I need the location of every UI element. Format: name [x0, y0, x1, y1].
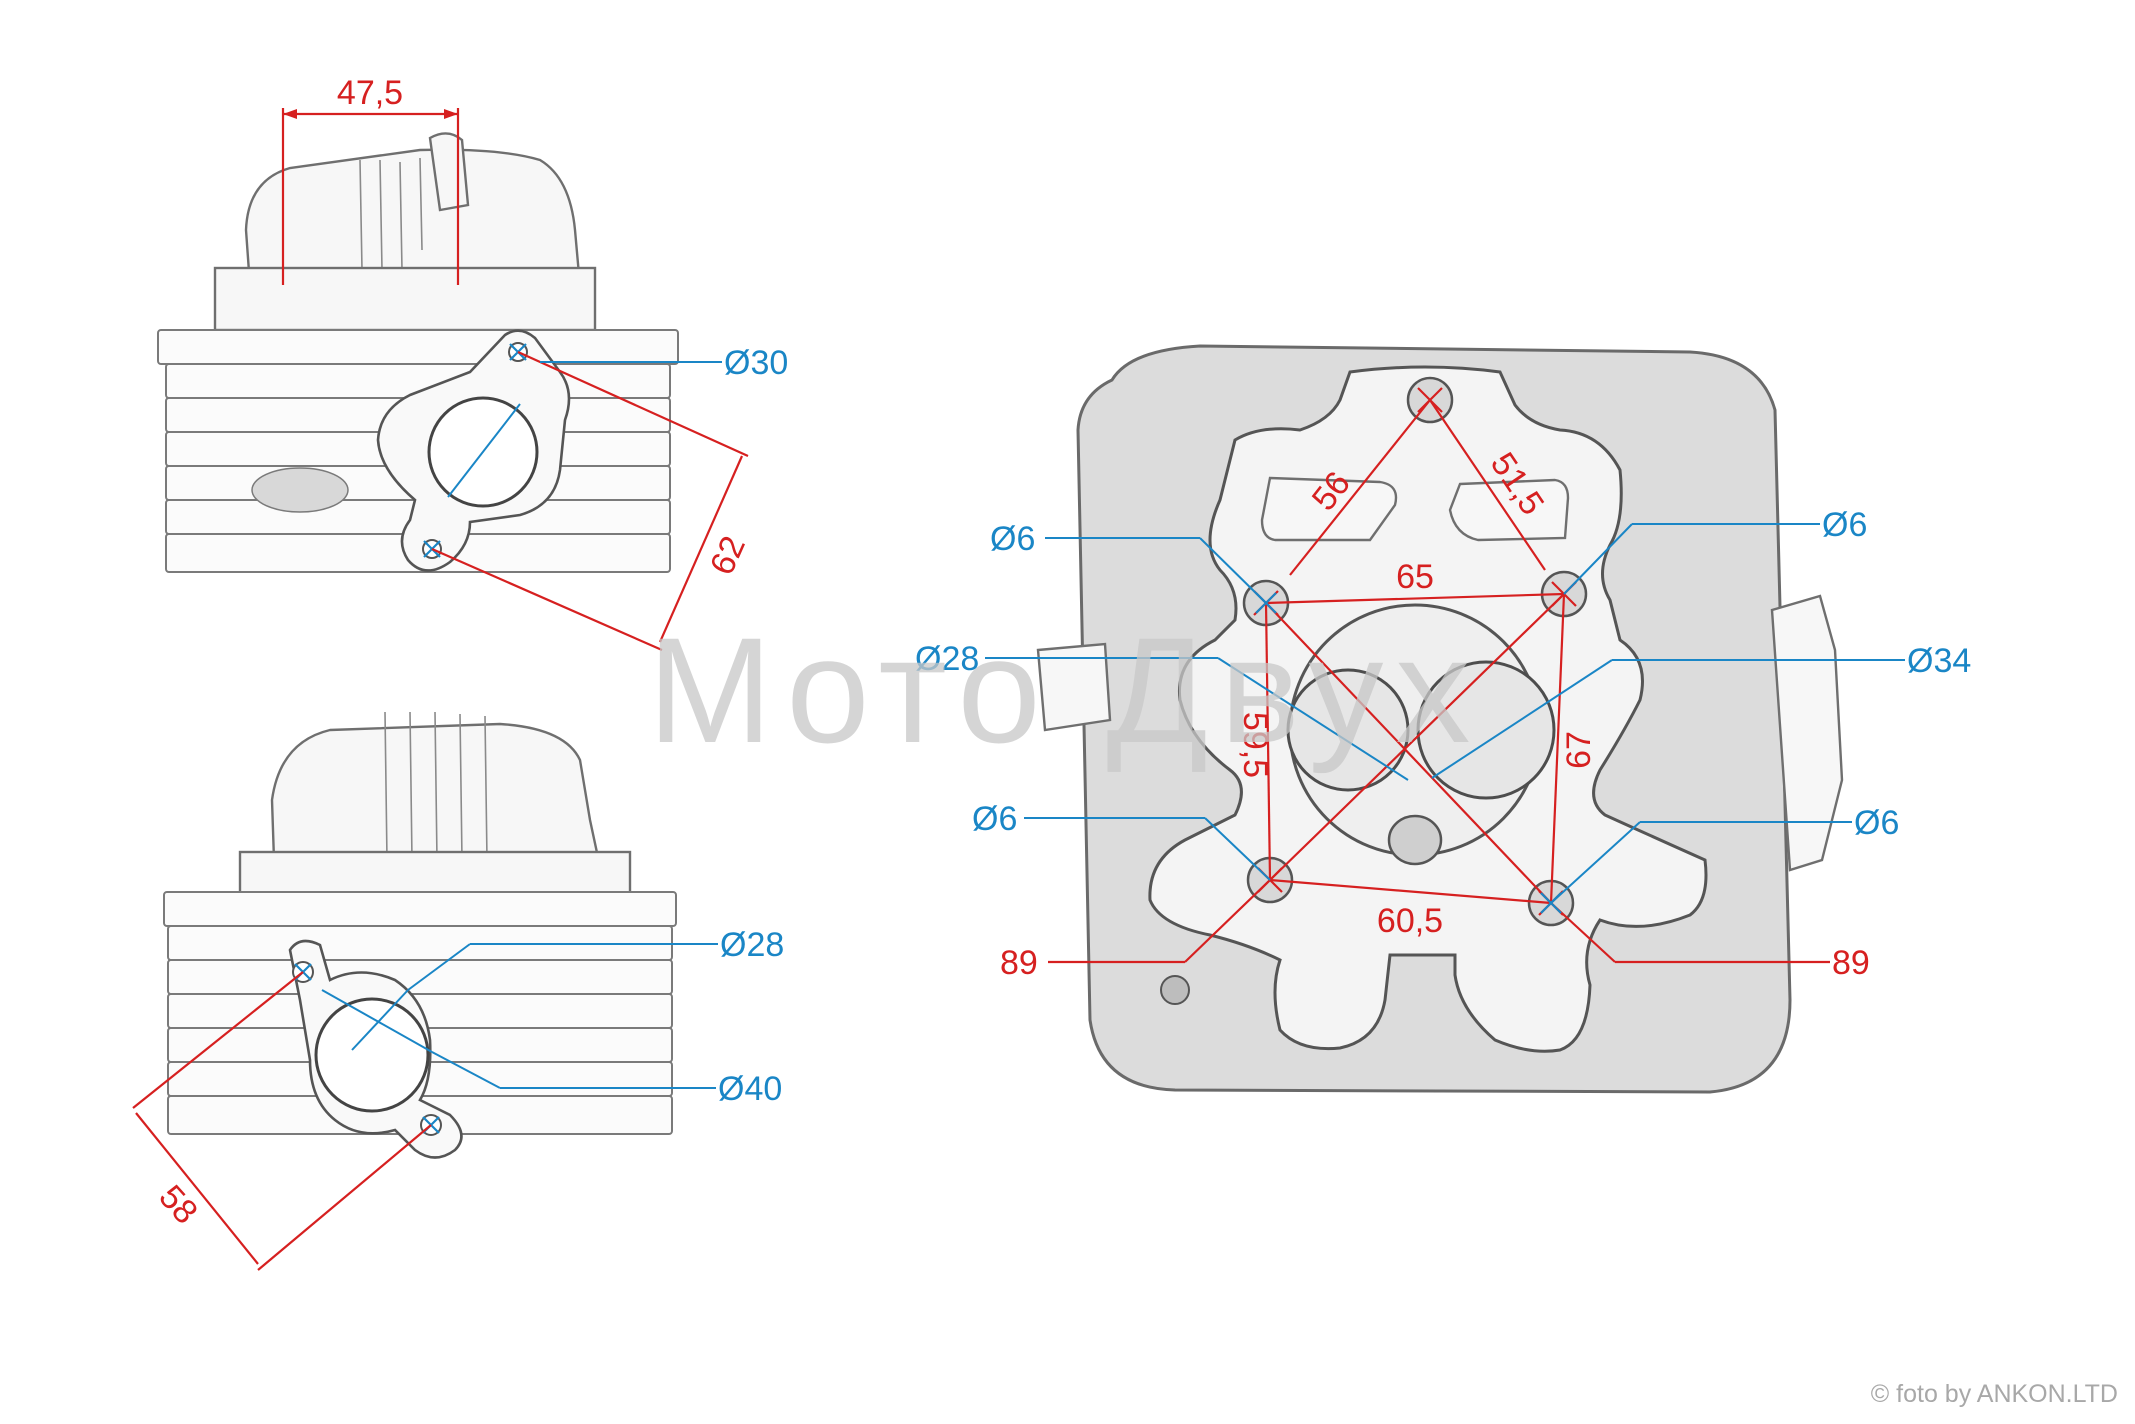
bl-valve-cover [270, 722, 607, 892]
top-left-view [157, 132, 679, 573]
bl-fin-1 [163, 891, 677, 927]
bl-port-outer-leader-a [431, 1051, 501, 1089]
tl-casting-mark [251, 467, 349, 513]
tl-bolt-ext-upper [517, 350, 749, 458]
tl-width-arrow-right [444, 109, 458, 119]
rv-left-tab [1036, 642, 1112, 732]
bl-intake-port [314, 997, 430, 1113]
rv-dim-top-right-diag [1429, 399, 1546, 571]
rv-hole-ll-leader-b [1204, 817, 1271, 881]
bl-port-outer-line [321, 989, 433, 1053]
rv-hole-lr-label: Ø6 [1854, 804, 1899, 842]
rv-valve-right-label: Ø34 [1907, 642, 1971, 680]
tl-fin-1 [157, 329, 679, 365]
rv-hole-lr-leader-a [1550, 821, 1641, 904]
rv-dim-left-vertical [1264, 602, 1272, 881]
rv-diag-right-label: 89 [1832, 944, 1870, 982]
rv-valve-left-label: Ø28 [915, 640, 979, 678]
rv-hole-ul-label: Ø6 [990, 520, 1035, 558]
rv-hole-ur-label: Ø6 [1822, 506, 1867, 544]
bl-bolt-spacing-label: 58 [151, 1178, 205, 1232]
rv-hole-ll-label: Ø6 [972, 800, 1017, 838]
bl-fin-3 [167, 959, 673, 995]
tl-valve-cover [244, 148, 582, 288]
rv-spark-plug-hole [1387, 814, 1443, 866]
tl-bolt-dim-line [658, 455, 744, 643]
tl-bolt-spacing-label: 62 [703, 531, 753, 581]
rv-ul-blue-cross-b [1255, 592, 1277, 614]
rv-diag-left-label: 89 [1000, 944, 1038, 982]
rv-dim-upper-horizontal [1265, 592, 1565, 605]
bl-bolt-dim-line [135, 1112, 259, 1265]
rv-dowel-hole [1160, 975, 1190, 1005]
tl-width-arrow-left [283, 109, 297, 119]
tl-width-label: 47,5 [337, 74, 403, 112]
rv-valve-right-leader-a [1431, 659, 1613, 779]
right-blue-dimensions: Ø6 Ø6 Ø6 Ø6 Ø28 Ø34 [915, 506, 1971, 914]
bl-bolt-ext-lower [257, 1124, 432, 1271]
rv-right-vertical-label: 67 [1560, 731, 1598, 769]
rv-valve-left-leader-b [1217, 657, 1409, 781]
bl-head-base [238, 850, 632, 896]
bl-port-inner-label: Ø28 [720, 926, 784, 964]
bl-port-outer-label: Ø40 [718, 1070, 782, 1108]
rv-dim-89-left-leader-a [1184, 879, 1271, 963]
rv-dim-diag-b [1269, 593, 1565, 881]
rv-oil-slot-right [1448, 478, 1570, 542]
rv-dim-top-left-diag [1289, 399, 1431, 576]
tl-cover-ribs [359, 157, 423, 271]
bl-port-inner-leader-a [407, 943, 471, 991]
bottom-left-view [163, 711, 677, 1159]
photo-credit: © foto by ANKON.LTD [1871, 1380, 2118, 1408]
tl-head-base [213, 266, 597, 332]
bl-port-inner-line [351, 989, 409, 1051]
rv-lower-horizontal-label: 60,5 [1377, 902, 1443, 940]
rv-top-hole-cross-b [1417, 387, 1443, 413]
tl-port-label: Ø30 [724, 344, 788, 382]
bl-cover-ribs [384, 711, 488, 861]
rv-lr-blue-cross-b [1540, 892, 1562, 914]
tl-bolt-ext-lower [431, 547, 663, 652]
rv-dim-lower-horizontal [1269, 878, 1552, 905]
rv-hole-ur-leader-a [1563, 523, 1633, 595]
rv-dim-diag-a [1265, 602, 1552, 904]
rv-dim-right-vertical [1549, 593, 1566, 904]
watermark: Мото Двух [648, 606, 1483, 774]
bl-bolt-ext-upper [132, 971, 304, 1109]
rv-hole-ul-leader-b [1199, 537, 1267, 604]
rv-upper-horizontal-label: 65 [1396, 558, 1434, 596]
rv-oil-slot-left [1260, 476, 1398, 542]
tl-port-diameter-line [447, 403, 521, 498]
rv-side-boss [1770, 594, 1844, 872]
rv-left-vertical-label: 59,5 [1236, 712, 1274, 778]
